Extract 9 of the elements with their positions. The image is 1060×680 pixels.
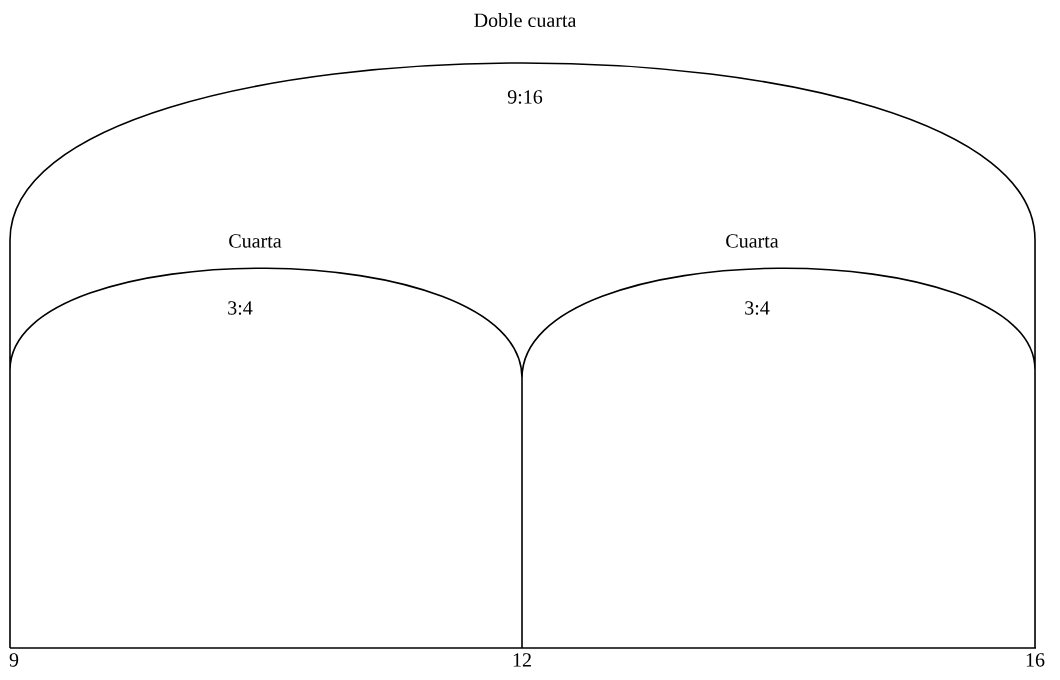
ratio-label: 3:4 — [745, 301, 770, 315]
heading: Doble cuarta — [474, 12, 577, 28]
ratio-label: 9:16 — [507, 90, 543, 104]
heading: Cuarta — [229, 234, 282, 248]
number-label: 16 — [1026, 653, 1045, 667]
number-label: 9 — [9, 653, 19, 667]
number-label: 12 — [513, 653, 531, 667]
heading: Cuarta — [726, 234, 779, 248]
ratio-label: 3:4 — [228, 301, 253, 315]
